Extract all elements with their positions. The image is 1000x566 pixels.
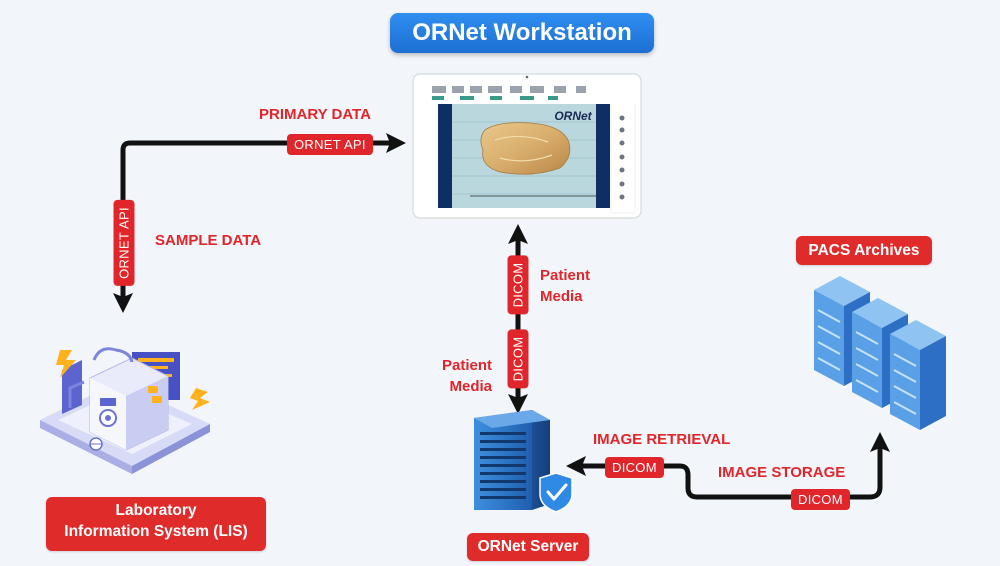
lis-illustration — [40, 347, 210, 474]
label-patient-media-upper: Patient Media — [540, 267, 591, 305]
tag-dicom-upper: DICOM — [507, 255, 529, 315]
label-primary-data: PRIMARY DATA — [259, 106, 371, 123]
edge-lis-workstation — [113, 133, 406, 313]
tag-ornet-api-vertical: ORNET API — [113, 200, 135, 286]
edge-server-pacs — [566, 432, 890, 500]
pacs-illustration — [814, 276, 946, 430]
server-illustration — [474, 410, 573, 513]
tag-dicom-retrieval: DICOM — [605, 457, 664, 478]
lis-label: Laboratory Information System (LIS) — [46, 497, 266, 551]
label-sample-data: SAMPLE DATA — [155, 232, 262, 249]
label-image-storage: IMAGE STORAGE — [718, 464, 846, 481]
label-patient-media-lower: Patient Media — [442, 357, 493, 395]
workstation-tablet: ORNet — [412, 73, 642, 219]
tag-ornet-api-horizontal: ORNET API — [287, 134, 373, 155]
label-image-retrieval: IMAGE RETRIEVAL — [593, 431, 731, 448]
diagram-title: ORNet Workstation — [390, 13, 654, 53]
tag-dicom-lower: DICOM — [507, 329, 529, 389]
tag-dicom-storage: DICOM — [791, 489, 850, 510]
screen-logo: ORNet — [554, 109, 592, 123]
pacs-label: PACS Archives — [796, 236, 932, 265]
server-label: ORNet Server — [467, 533, 589, 561]
